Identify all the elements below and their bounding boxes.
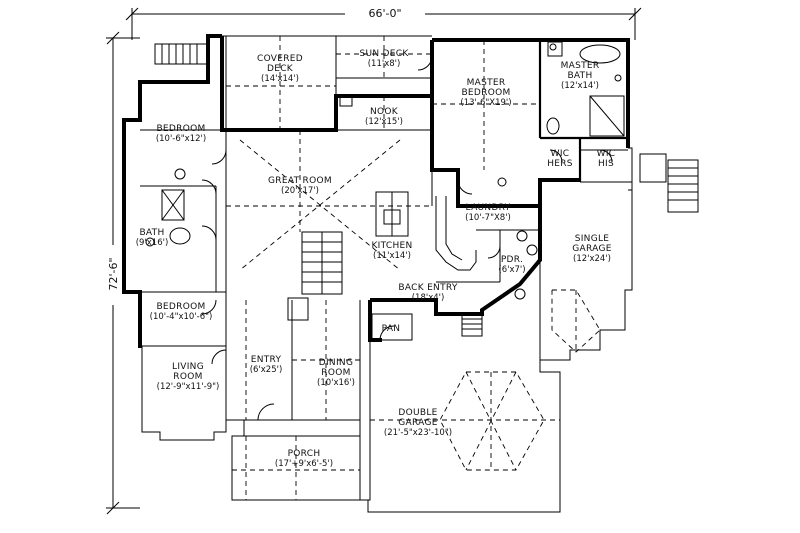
- room-name: DECK: [267, 64, 294, 74]
- room-name: COVERED: [257, 54, 303, 64]
- room-name: BATH: [567, 71, 592, 81]
- room-name: PDR.: [501, 255, 523, 265]
- room-name: GREAT ROOM: [268, 176, 332, 186]
- room-dimensions: (14'x14'): [261, 74, 299, 84]
- room-name: WIC: [597, 149, 616, 159]
- room-name: MASTER: [467, 78, 506, 88]
- room-name: ROOM: [173, 372, 202, 382]
- room-dimensions: (12'x15'): [365, 117, 403, 127]
- room-label-back-entry: BACK ENTRY(18'x4'): [398, 283, 458, 303]
- room-dimensions: (9'x16'): [136, 238, 169, 248]
- room-name: SUN DECK: [359, 49, 409, 59]
- room-name: KITCHEN: [371, 241, 412, 251]
- room-dimensions: (10'x16'): [317, 378, 355, 388]
- room-name: DINING: [319, 358, 353, 368]
- room-name: GARAGE: [572, 244, 611, 254]
- room-dimensions: (17'+9'x6'-5'): [275, 459, 333, 469]
- room-name: GARAGE: [398, 418, 437, 428]
- room-name: ROOM: [321, 368, 350, 378]
- room-label-sun-deck: SUN DECK(11'x8'): [359, 49, 409, 69]
- room-dimensions: (10'-7"X8'): [465, 213, 511, 223]
- room-name: HIS: [598, 159, 614, 169]
- room-name: PORCH: [288, 449, 321, 459]
- room-dimensions: (10'-6"x12'): [156, 134, 206, 144]
- room-label-nook: NOOK(12'x15'): [365, 107, 403, 127]
- width-dimension: 66'-0": [125, 6, 642, 40]
- room-name: BEDROOM: [461, 88, 510, 98]
- room-label-pan: PAN: [382, 324, 401, 334]
- room-dimensions: (12'-9"x11'-9"): [157, 382, 220, 392]
- room-name: WIC: [551, 149, 570, 159]
- room-dimensions: (13'-6"X19'): [460, 98, 511, 108]
- room-label-pdr: PDR.(6'x7'): [498, 255, 525, 275]
- room-dimensions: (11'x14'): [373, 251, 411, 261]
- room-name: BATH: [139, 228, 164, 238]
- room-dimensions: (12'x14'): [561, 81, 599, 91]
- width-dimension-label: 66'-0": [368, 7, 401, 20]
- room-label-bedroom-2: BEDROOM(10'-4"x10'-6"): [150, 302, 213, 322]
- room-dimensions: (11'x8'): [368, 59, 401, 69]
- room-dimensions: (21'-5"x23'-10"): [384, 428, 452, 438]
- room-dimensions: (20'x17'): [281, 186, 319, 196]
- room-name: MASTER: [561, 61, 600, 71]
- room-dimensions: (10'-4"x10'-6"): [150, 312, 213, 322]
- room-name: BACK ENTRY: [398, 283, 458, 293]
- interior-walls: [140, 35, 699, 513]
- room-name: PAN: [382, 324, 401, 334]
- room-name: SINGLE: [575, 234, 610, 244]
- room-name: DOUBLE: [398, 408, 437, 418]
- room-dimensions: (6'x25'): [250, 365, 283, 375]
- room-name: BEDROOM: [156, 124, 205, 134]
- room-name: BEDROOM: [156, 302, 205, 312]
- room-dimensions: (6'x7'): [498, 265, 525, 275]
- depth-dimension: 72'-6": [104, 31, 140, 515]
- room-dimensions: (18'x4'): [412, 293, 445, 303]
- depth-dimension-label: 72'-6": [107, 257, 120, 290]
- room-label-great-room: GREAT ROOM(20'x17'): [268, 176, 332, 196]
- room-label-bedroom-1: BEDROOM(10'-6"x12'): [156, 124, 206, 144]
- room-label-porch: PORCH(17'+9'x6'-5'): [275, 449, 333, 469]
- room-name: LAUNDRY: [466, 203, 511, 213]
- dashed-lines: [226, 36, 601, 500]
- room-label-entry: ENTRY(6'x25'): [250, 355, 283, 375]
- room-name: ENTRY: [251, 355, 282, 365]
- room-label-bath: BATH(9'x16'): [136, 228, 169, 248]
- room-label-kitchen: KITCHEN(11'x14'): [371, 241, 412, 261]
- room-name: LIVING: [172, 362, 204, 372]
- room-name: HERS: [547, 159, 573, 169]
- room-dimensions: (12'x24'): [573, 254, 611, 264]
- room-name: NOOK: [370, 107, 399, 117]
- room-label-laundry: LAUNDRY(10'-7"X8'): [465, 203, 511, 223]
